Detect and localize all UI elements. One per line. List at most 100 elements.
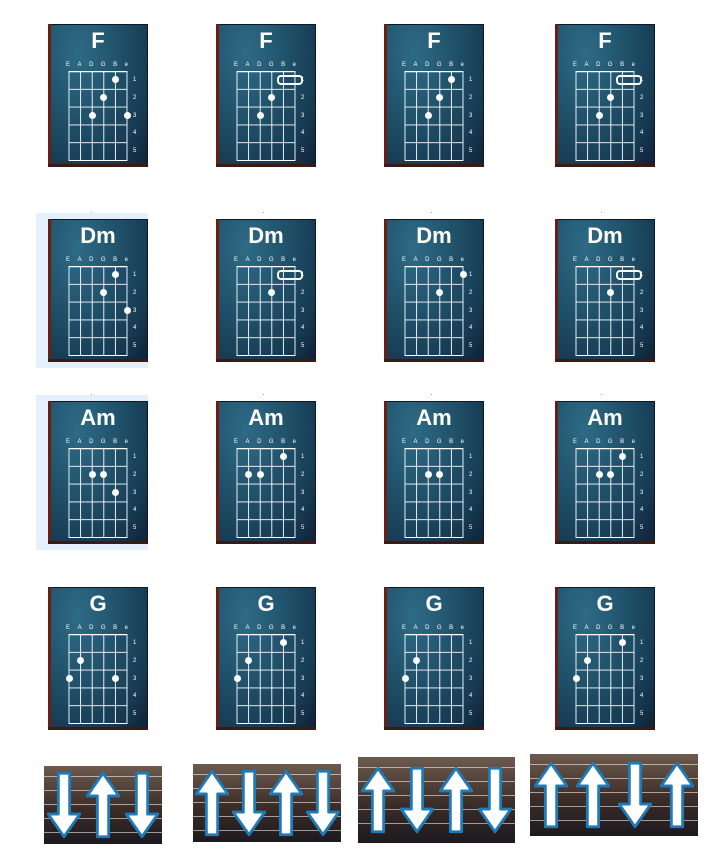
cut-mark: ·: [262, 208, 265, 217]
fret-number: 1: [133, 640, 137, 646]
strum-pattern: [358, 757, 515, 843]
fretboard-grid: [404, 448, 464, 538]
down-arrow-icon: [231, 769, 266, 837]
card-edge: [48, 24, 51, 167]
fret-number: 3: [133, 489, 137, 496]
string-label: B: [620, 439, 625, 445]
card-edge: [48, 164, 148, 167]
string-label: G: [100, 257, 106, 263]
card-edge: [555, 24, 558, 167]
guitar-string: [193, 788, 341, 789]
fret-number: 4: [301, 507, 305, 514]
finger-dot: [245, 657, 253, 665]
string-label: B: [281, 257, 286, 263]
fret-number: 4: [133, 130, 137, 137]
fret-number: 1: [469, 640, 473, 646]
cut-mark: ·: [600, 390, 603, 399]
string-label: G: [436, 257, 442, 263]
fret-number: 3: [469, 489, 473, 496]
finger-dot: [436, 289, 444, 297]
finger-dot: [111, 76, 119, 84]
guitar-string: [193, 816, 341, 817]
fret-number: 3: [640, 675, 644, 682]
finger-dot: [256, 471, 264, 479]
string-label: G: [436, 625, 442, 631]
finger-dot: [111, 271, 119, 279]
fret-number: 2: [469, 657, 473, 664]
card-edge: [48, 587, 51, 730]
string-label: e: [124, 625, 128, 631]
fret-number: 4: [640, 130, 644, 137]
string-label: A: [245, 62, 250, 68]
string-label: A: [584, 257, 589, 263]
finger-dot: [245, 471, 253, 479]
finger-dot: [88, 471, 96, 479]
fret-number: 2: [640, 289, 644, 296]
chord-name: G: [89, 591, 107, 616]
string-label: e: [292, 257, 296, 263]
string-label: E: [573, 625, 578, 631]
guitar-string: [193, 830, 341, 831]
card-edge: [216, 727, 316, 730]
finger-dot: [100, 471, 108, 479]
string-label: e: [460, 62, 464, 68]
string-label: B: [449, 625, 454, 631]
fret-number: 1: [133, 454, 137, 460]
string-label: A: [413, 625, 418, 631]
string-label: e: [292, 62, 296, 68]
string-label: E: [573, 257, 578, 263]
finger-dot: [123, 112, 131, 119]
guitar-string: [530, 792, 698, 793]
string-label: e: [631, 625, 635, 631]
fret-number: 5: [301, 343, 305, 350]
string-label: D: [89, 625, 94, 631]
string-label: G: [607, 257, 613, 263]
string-label: B: [113, 257, 118, 263]
string-label: A: [413, 62, 418, 68]
fret-number: 1: [640, 454, 644, 460]
finger-dot: [595, 112, 603, 119]
fret-number: 4: [469, 507, 473, 514]
fret-number: 5: [640, 343, 644, 350]
fret-number: 1: [640, 640, 644, 646]
string-label: D: [596, 625, 601, 631]
card-edge: [48, 727, 148, 730]
fret-number: 2: [469, 289, 473, 296]
string-label: D: [257, 257, 262, 263]
down-arrow-icon: [305, 769, 340, 837]
fret-number: 5: [640, 148, 644, 155]
chord-name: F: [598, 28, 612, 53]
string-label: D: [89, 62, 94, 68]
chord-name: Dm: [80, 223, 116, 248]
string-label: G: [100, 625, 106, 631]
card-edge: [555, 541, 655, 544]
fretboard-grid: [575, 634, 635, 724]
card-edge: [384, 587, 387, 730]
fret-number: 5: [301, 148, 305, 155]
card-edge: [555, 219, 558, 362]
chord-name: F: [91, 28, 105, 53]
finger-dot: [111, 489, 119, 496]
up-arrow-icon: [194, 769, 229, 837]
string-label: e: [292, 439, 296, 445]
fret-number: 1: [301, 454, 305, 460]
string-label: E: [402, 625, 407, 631]
guitar-string: [530, 778, 698, 779]
chord-name: G: [257, 591, 275, 616]
string-label: D: [596, 62, 601, 68]
string-label: D: [425, 257, 430, 263]
